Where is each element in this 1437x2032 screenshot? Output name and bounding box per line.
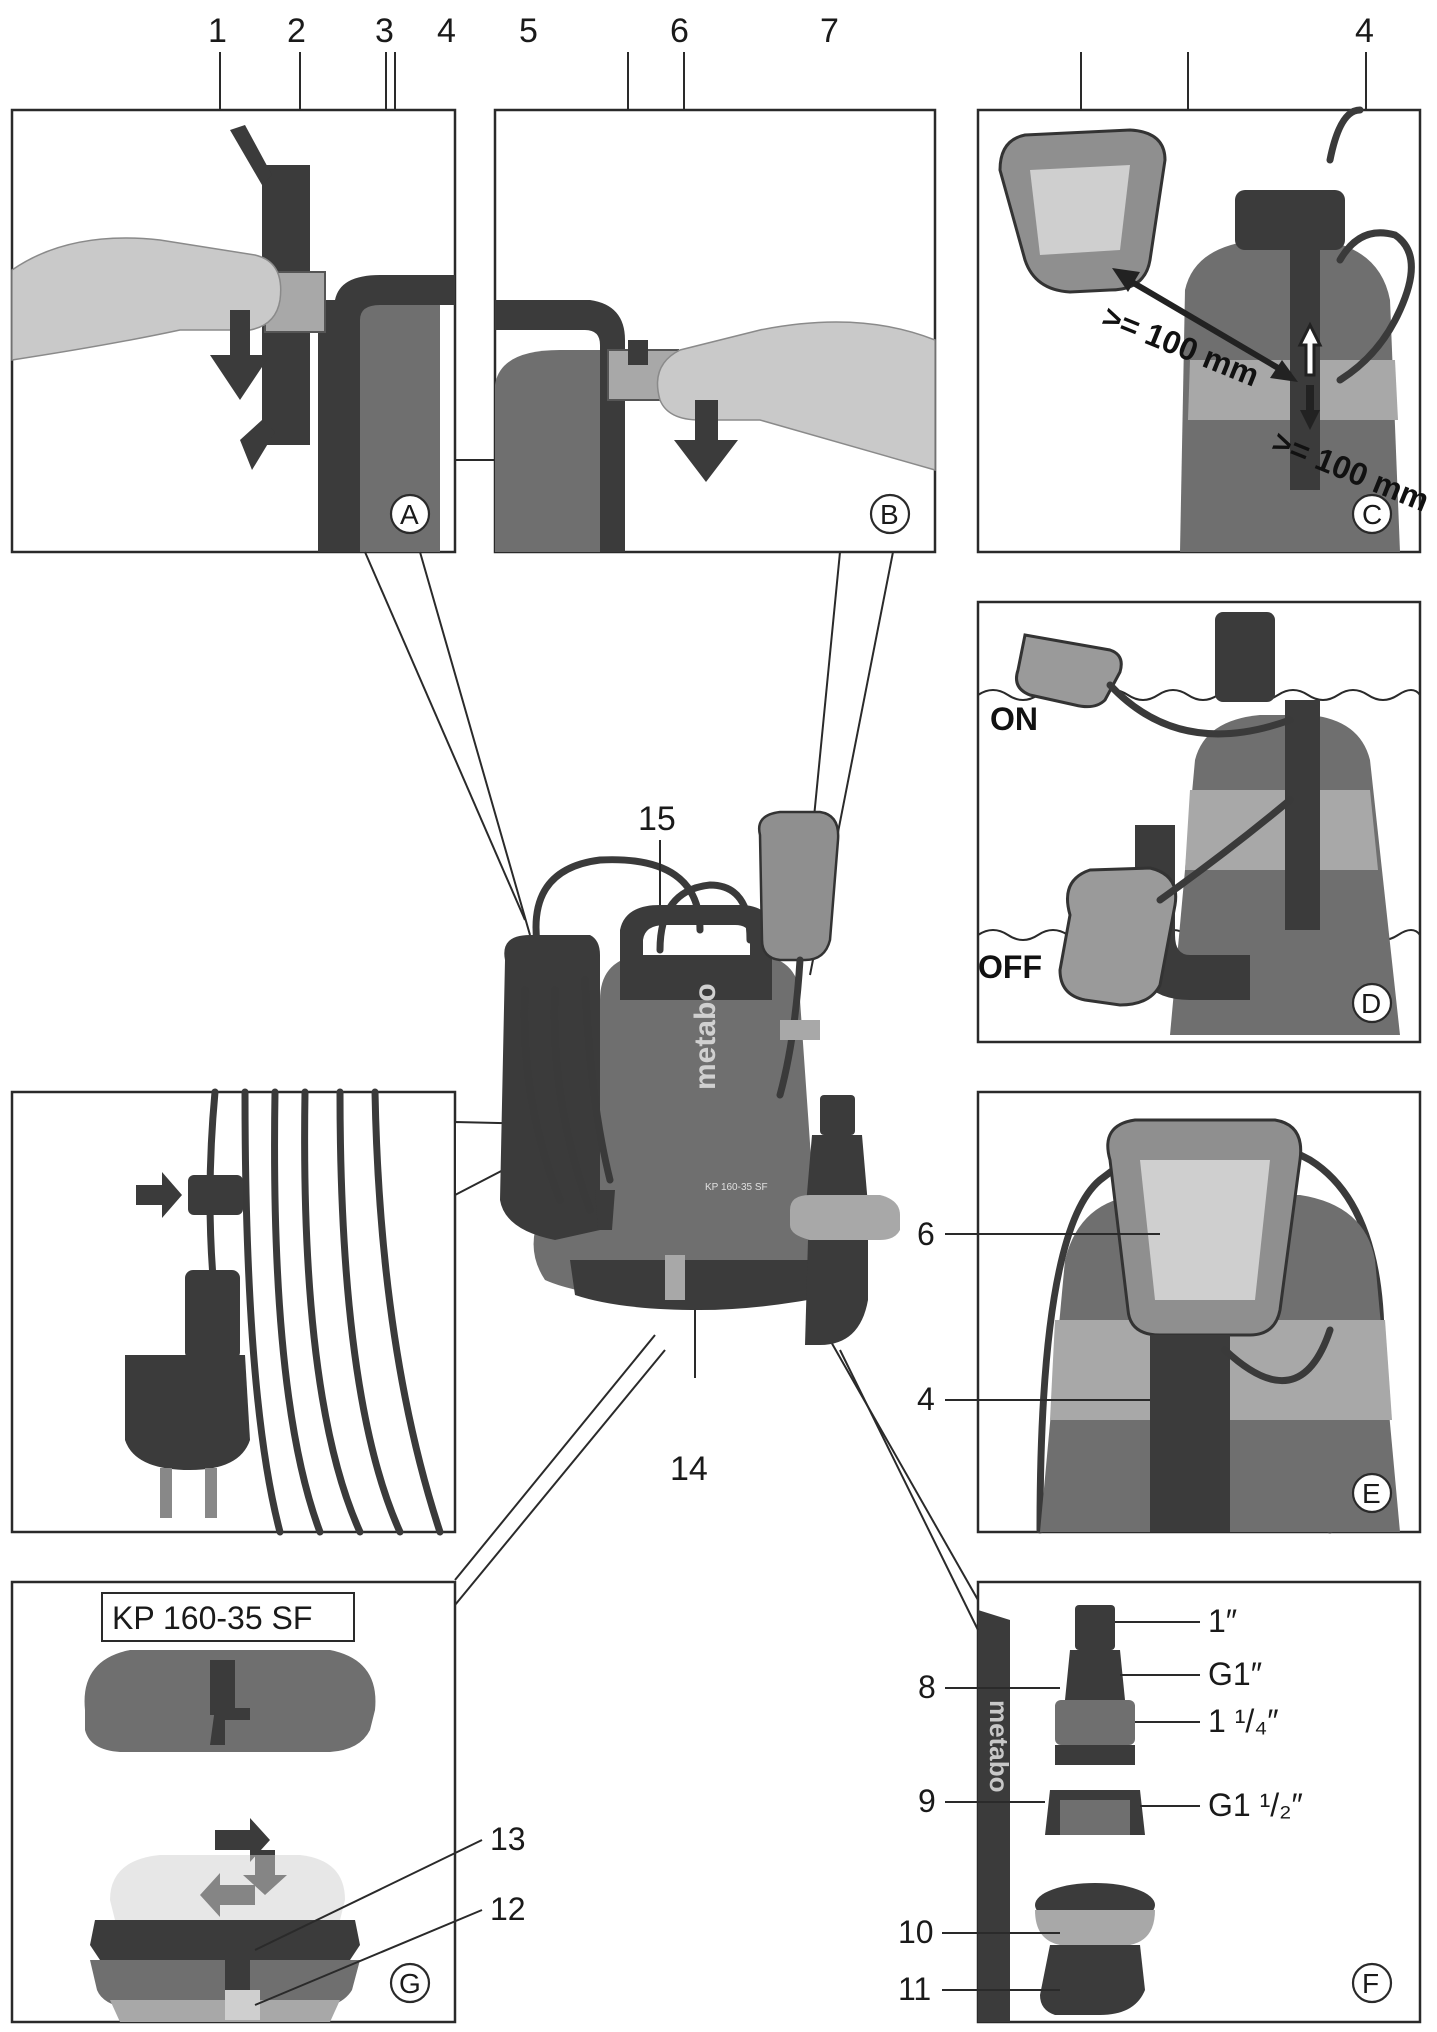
panel-d-badge: [1351, 982, 1393, 1024]
panel-g-letter: G: [399, 1968, 421, 1999]
panel-f-size-3: 1 ¹/₄″: [1208, 1703, 1279, 1739]
panel-a: A: [10, 108, 457, 554]
panel-d-on-label: ON: [990, 701, 1038, 737]
callout-1: 1: [208, 12, 227, 50]
panel-f-label-8: 8: [918, 1669, 936, 1705]
panel-f-size-1: 1″: [1208, 1603, 1237, 1639]
panel-d-letter: D: [1361, 988, 1381, 1019]
callout-2: 2: [287, 12, 306, 50]
panel-d-off-label: OFF: [978, 949, 1042, 985]
panel-d: ON OFF D: [976, 600, 1422, 1044]
panel-c: >= 100 mm >= 100 mm C: [976, 106, 1434, 554]
panel-f-size-4: G1 ¹/₂″: [1208, 1787, 1303, 1823]
panel-f-badge: [1351, 1962, 1393, 2004]
panel-e-label-6: 6: [917, 1216, 935, 1252]
panel-e: 6 4 E: [917, 1090, 1422, 1534]
central-pump-brand: metabo: [689, 983, 722, 1090]
callout-3: 3: [375, 12, 394, 50]
panel-f-size-2: G1″: [1208, 1656, 1262, 1692]
callout-6: 6: [670, 12, 689, 50]
panel-f-label-11: 11: [898, 1971, 931, 2007]
central-pump: metabo KP 160-35 SF 15 14: [500, 800, 900, 1488]
top-callouts: 1 2 3 4 5 6 7 4: [208, 12, 1374, 50]
panel-g-model-box: [101, 1592, 355, 1642]
callout-7: 7: [820, 12, 839, 50]
central-pump-model: KP 160-35 SF: [705, 1182, 768, 1193]
panel-e-label-4: 4: [917, 1381, 935, 1417]
callout-4: 4: [437, 12, 456, 50]
panel-a-letter: A: [400, 499, 419, 530]
panel-f-brand: metabo: [984, 1700, 1014, 1792]
panel-b-letter: B: [880, 499, 899, 530]
callout-5: 5: [519, 12, 538, 50]
panel-plug-detail: [10, 1088, 591, 1536]
panel-g-model: KP 160-35 SF: [112, 1600, 312, 1636]
panel-g: KP 160-35 SF 13 12 G: [10, 1580, 526, 2024]
panel-f: metabo 1″ G1″ 1 ¹/₄″ G1 ¹/₂″ 8 9 10 11 F: [898, 1580, 1422, 2024]
panel-f-label-9: 9: [918, 1783, 936, 1819]
panel-f-label-10: 10: [898, 1914, 934, 1950]
panel-c-badge: [1351, 493, 1393, 535]
callout-c-4: 4: [1355, 12, 1374, 50]
panel-e-badge: [1351, 1472, 1393, 1514]
panel-f-letter: F: [1362, 1968, 1379, 1999]
panel-b: B: [493, 108, 937, 554]
panel-g-label-13: 13: [490, 1821, 526, 1857]
panel-e-letter: E: [1362, 1478, 1381, 1509]
panel-g-label-12: 12: [490, 1891, 526, 1927]
panel-c-letter: C: [1362, 499, 1382, 530]
central-label-15: 15: [638, 800, 676, 838]
panel-a-badge: [389, 493, 431, 535]
central-label-14: 14: [670, 1450, 708, 1488]
panel-g-badge: [389, 1962, 431, 2004]
panel-b-badge: [869, 493, 911, 535]
